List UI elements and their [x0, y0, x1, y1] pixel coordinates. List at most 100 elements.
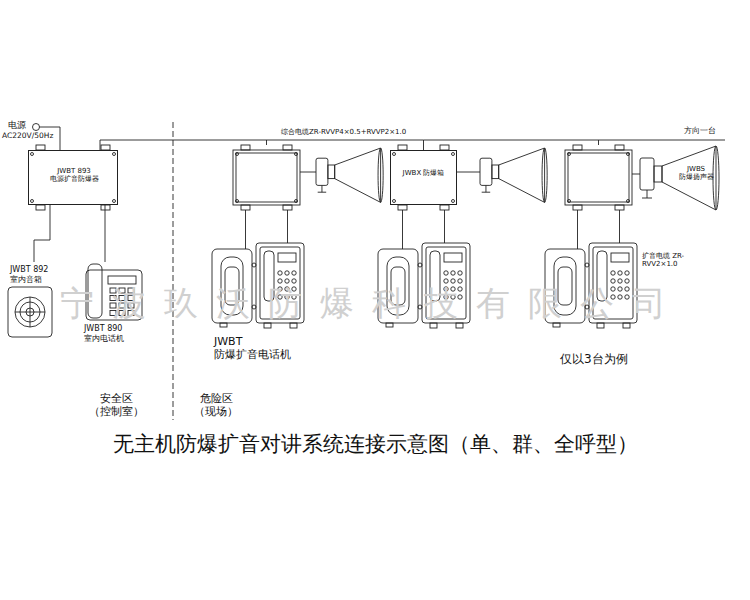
horn-wire	[457, 172, 480, 173]
horn-wire	[632, 174, 640, 175]
cable-gland	[36, 205, 45, 210]
cable-gland	[264, 323, 271, 328]
horn-speaker: JWBS 防爆扬声器	[640, 146, 720, 212]
junction-box	[233, 150, 300, 205]
note: 仅以3台为例	[560, 352, 628, 366]
phone-wire	[402, 210, 403, 249]
key	[458, 279, 462, 283]
key	[625, 271, 629, 275]
trunk-cable	[424, 140, 726, 141]
cable-gland	[241, 205, 250, 210]
key	[278, 279, 282, 283]
screw	[113, 153, 116, 156]
cable-gland	[386, 323, 393, 327]
key	[444, 279, 448, 283]
cable-connector	[34, 205, 50, 262]
screw	[393, 153, 396, 156]
cable-connector	[100, 140, 424, 150]
zone-separator	[173, 122, 174, 420]
cable-gland	[573, 205, 582, 210]
cable-gland	[615, 205, 624, 210]
speaker-grille	[15, 297, 45, 327]
screw	[393, 200, 396, 203]
key	[444, 271, 448, 275]
node-label: JWBS 防爆扬声器	[676, 165, 716, 182]
cable-gland	[101, 205, 110, 210]
horn-wire	[300, 172, 316, 173]
screw	[568, 153, 571, 156]
horn-bell	[499, 148, 545, 202]
junction-box	[565, 150, 632, 205]
cable-note: 扩音电缆 ZR-RVV2×1.0	[642, 252, 702, 269]
horn-bell	[335, 148, 381, 202]
horn-neck	[328, 165, 335, 179]
key	[285, 271, 289, 275]
screw	[627, 153, 630, 156]
key	[611, 271, 615, 275]
horn-bracket	[318, 192, 327, 193]
screw	[627, 200, 630, 203]
node-label: JWBT 893 电源扩音防爆器	[33, 167, 115, 184]
cable-gland	[283, 205, 292, 210]
direction-note: 方向一台	[684, 126, 716, 136]
key	[618, 279, 622, 283]
zone-label: 安全区 （控制室）	[85, 392, 147, 418]
cable-gland	[440, 205, 449, 210]
horn-driver	[480, 158, 492, 185]
phone-wire	[287, 210, 288, 243]
cable-gland	[220, 323, 227, 327]
horn-bracket	[485, 185, 486, 192]
key	[285, 279, 289, 283]
node-label: JWBT 防爆扩音电话机	[214, 335, 314, 361]
cable-gland	[456, 323, 463, 328]
key	[292, 271, 296, 275]
node-label: JWBT 892 室内音箱	[10, 265, 54, 284]
grille-line	[30, 297, 31, 327]
phone-wire	[444, 210, 445, 243]
junction-box-lid	[568, 153, 629, 202]
horn-driver	[316, 158, 328, 185]
controller-box: JWBT 893 电源扩音防爆器	[28, 150, 118, 205]
speaker-housing	[8, 287, 52, 337]
horn-bracket	[482, 192, 491, 193]
cable-gland	[553, 323, 560, 327]
horn-bracket	[642, 198, 652, 199]
screw	[31, 153, 34, 156]
screw	[236, 153, 239, 156]
cable-gland	[597, 323, 604, 328]
key	[451, 279, 455, 283]
horn-bracket	[321, 185, 322, 192]
cable-connector	[105, 205, 106, 262]
screw	[236, 200, 239, 203]
cable-gland	[573, 145, 582, 150]
node-label: JWBT 890 室内电话机	[84, 324, 134, 343]
screw	[295, 153, 298, 156]
phone-wire	[619, 210, 620, 243]
junction-box: JWBX 防爆箱	[390, 150, 457, 205]
watermark: 宁波玖沃防爆科技有限公司	[60, 283, 684, 324]
power-terminal	[33, 124, 40, 131]
cable-gland	[398, 205, 407, 210]
screw	[113, 200, 116, 203]
cable-gland	[615, 145, 624, 150]
display	[611, 253, 629, 262]
display	[444, 253, 462, 262]
key	[458, 271, 462, 275]
phone-wire	[577, 210, 578, 249]
key	[292, 279, 296, 283]
hinge	[418, 263, 422, 267]
screw	[452, 153, 455, 156]
node-label: JWBX 防爆箱	[395, 169, 452, 177]
cable-gland	[623, 323, 630, 328]
hinge	[252, 263, 256, 267]
horn-mouth	[542, 148, 547, 202]
power-wire	[60, 127, 61, 150]
key	[451, 271, 455, 275]
screw	[295, 200, 298, 203]
horn-mouth	[713, 146, 719, 210]
cable-label: 综合电缆ZR-RVVP4×0.5+RVVP2×1.0	[279, 128, 408, 136]
cable-gland	[283, 145, 292, 150]
zone-label: 危险区 （现场）	[190, 392, 242, 418]
diagram-title: 无主机防爆扩音对讲系统连接示意图（单、群、全呼型）	[0, 432, 750, 457]
